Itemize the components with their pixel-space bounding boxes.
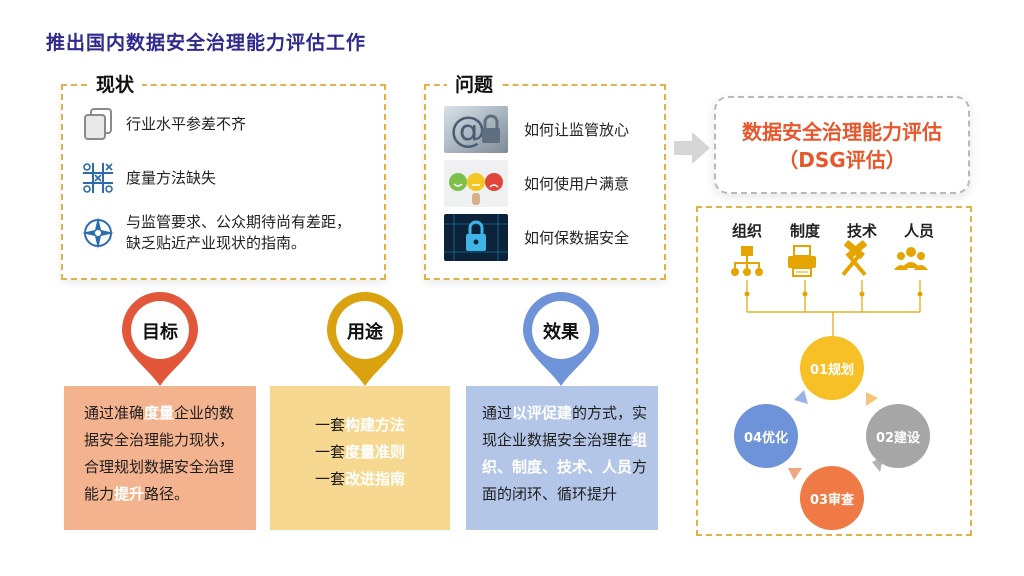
dimension-label: 制度 (789, 222, 820, 240)
effect-text: 通过 (482, 404, 513, 422)
cycle-node-plan: 01规划 (800, 336, 864, 400)
goal-highlight: 度量 (144, 404, 175, 422)
use-line: 一套度量准则 (270, 439, 450, 466)
compass-icon (80, 215, 116, 251)
status-heading: 现状 (88, 70, 143, 97)
issue-item-label: 如何让监管放心 (524, 121, 630, 139)
use-line: 一套构建方法 (270, 412, 450, 439)
crossed-tools-icon (841, 240, 867, 277)
printer-document-icon (788, 245, 816, 277)
page-title: 推出国内数据安全治理能力评估工作 (46, 32, 367, 54)
svg-text:@: @ (450, 110, 486, 151)
cycle-node-optimize: 04优化 (734, 404, 798, 468)
status-item-text: 与监管要求、公众期待尚有差距， 缺乏贴近产业现状的指南。 (126, 212, 351, 254)
status-item-line1: 与监管要求、公众期待尚有差距， (126, 213, 352, 231)
dimension-label: 组织 (731, 222, 762, 240)
status-item-label: 度量方法缺失 (126, 168, 217, 187)
use-pin (327, 292, 403, 386)
people-group-icon (894, 247, 928, 270)
issue-item-user: 如何使用户满意 (444, 160, 629, 207)
cyber-lock-image (444, 214, 508, 261)
goal-card: 通过准确度量企业的数据安全治理能力现状，合理规划数据安全治理能力提升路径。 (64, 386, 256, 530)
goal-pin-label: 目标 (142, 322, 178, 343)
issue-item-data: 如何保数据安全 (444, 214, 629, 261)
use-prefix: 一套 (314, 416, 345, 434)
use-card: 一套构建方法 一套度量准则 一套改进指南 (270, 386, 450, 530)
effect-pin-label: 效果 (543, 322, 579, 343)
dsg-title-line1: 数据安全治理能力评估 (742, 120, 942, 144)
effect-text: 方面的闭环、循环提升 (482, 458, 648, 503)
org-chart-icon (731, 246, 763, 276)
goal-text: 企业的数据安全治理能力现状，合理规划数据安全治理能力 (84, 404, 235, 503)
dimension-label: 人员 (903, 222, 934, 240)
status-item-label: 行业水平参差不齐 (126, 114, 247, 133)
use-item: 度量准则 (345, 443, 406, 461)
effect-card: 通过以评促建的方式，实现企业数据安全治理在组织、制度、技术、人员方面的闭环、循环… (466, 386, 658, 530)
goal-pin (122, 292, 198, 386)
status-item-line2: 缺乏贴近产业现状的指南。 (126, 234, 307, 252)
status-item-method: 度量方法缺失 (80, 160, 216, 196)
issue-item-label: 如何使用户满意 (524, 175, 630, 193)
effect-highlight: 以评促建 (512, 404, 573, 422)
goal-highlight: 提升 (114, 485, 145, 503)
at-sign-lock-image: @ (444, 106, 508, 153)
cycle-node-review: 03审查 (800, 466, 864, 530)
effect-text: 的方式，实现企业数据安全治理在 (482, 404, 648, 449)
use-pin-label: 用途 (347, 322, 383, 343)
use-prefix: 一套 (314, 443, 345, 461)
status-panel (61, 84, 386, 280)
arrow-right-icon (672, 128, 712, 168)
status-item-level: 行业水平参差不齐 (80, 106, 246, 142)
effect-pin (523, 292, 599, 386)
dsg-title: 数据安全治理能力评估 （DSG评估） (714, 118, 970, 174)
dsg-panel (714, 96, 970, 194)
issues-heading: 问题 (447, 70, 502, 97)
status-item-gap: 与监管要求、公众期待尚有差距， 缺乏贴近产业现状的指南。 (80, 212, 351, 254)
issue-item-label: 如何保数据安全 (524, 229, 630, 247)
use-prefix: 一套 (314, 470, 345, 488)
tic-tac-toe-icon (80, 160, 116, 196)
use-line: 一套改进指南 (270, 466, 450, 493)
effect-highlight: 组织、制度、技术、人员 (482, 431, 648, 476)
copy-pages-icon (80, 106, 116, 142)
goal-text: 通过准确 (84, 404, 145, 422)
issue-item-regulator: @ 如何让监管放心 (444, 106, 629, 153)
dsg-title-line2: （DSG评估） (778, 148, 906, 172)
dsg-cycle-diagram (731, 240, 928, 480)
dimension-label: 技术 (846, 222, 877, 240)
use-item: 构建方法 (345, 416, 406, 434)
goal-text: 路径。 (144, 485, 190, 503)
rating-faces-image (444, 160, 508, 207)
use-item: 改进指南 (345, 470, 406, 488)
cycle-node-build: 02建设 (866, 404, 930, 468)
